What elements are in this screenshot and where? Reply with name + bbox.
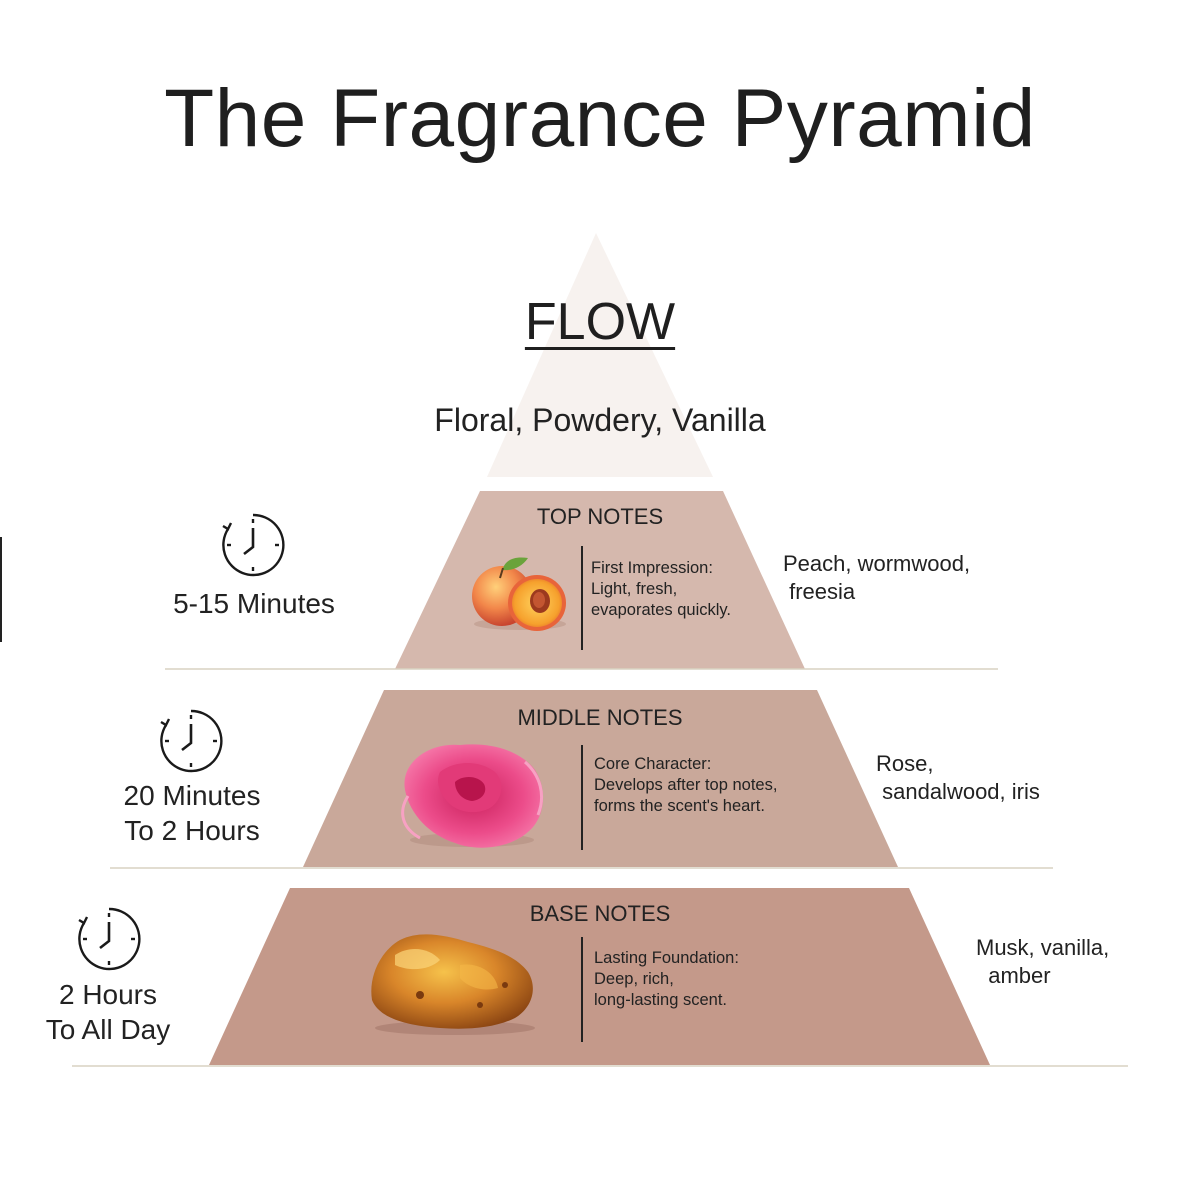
description-line: forms the scent's heart. <box>594 797 765 815</box>
amber-icon <box>371 934 535 1035</box>
timing-line: To 2 Hours <box>124 815 260 846</box>
description-line: long-lasting scent. <box>594 991 727 1009</box>
brand-name: FLOW <box>0 292 1200 352</box>
tier-title-base: BASE NOTES <box>529 901 671 926</box>
timing-line: 2 Hours <box>58 979 158 1010</box>
description-line: Develops after top notes, <box>594 776 778 794</box>
tier-title-top: TOP NOTES <box>536 504 664 529</box>
clock-icon <box>78 907 141 971</box>
peach-icon <box>472 557 566 631</box>
edge-mark <box>0 537 2 642</box>
timing-label-middle: 20 Minutes To 2 Hours <box>72 778 312 848</box>
timing-line: 5-15 Minutes <box>173 588 335 619</box>
timing-line: To All Day <box>45 1014 171 1045</box>
description-line: Lasting Foundation: <box>594 949 739 967</box>
tier-ingredients-top: Peach, wormwood, freesia <box>783 551 971 604</box>
clock-icon <box>222 513 285 577</box>
description-line: Light, fresh, <box>591 580 678 598</box>
tier-description-base: Lasting Foundation: Deep, rich, long-las… <box>594 948 739 1011</box>
tier-ingredients-base: Musk, vanilla, amber <box>976 935 1110 988</box>
tier-ingredients-middle: Rose, sandalwood, iris <box>876 751 1040 804</box>
apex-layer <box>487 233 713 477</box>
tier-description-top: First Impression: Light, fresh, evaporat… <box>591 558 731 621</box>
description-line: Deep, rich, <box>594 970 674 988</box>
timing-label-top: 5-15 Minutes <box>134 586 374 621</box>
brand-name-text: FLOW <box>524 293 676 351</box>
timing-label-base: 2 Hours To All Day <box>0 977 216 1047</box>
description-line: Core Character: <box>594 755 712 773</box>
page-title: The Fragrance Pyramid <box>164 73 1036 164</box>
tier-title-middle: MIDDLE NOTES <box>517 705 683 730</box>
description-line: First Impression: <box>591 559 713 577</box>
clock-icon <box>160 709 223 773</box>
tier-description-middle: Core Character: Develops after top notes… <box>594 754 777 817</box>
rose-icon <box>401 744 544 848</box>
timing-line: 20 Minutes <box>123 780 261 811</box>
scent-summary: Floral, Powdery, Vanilla <box>434 402 766 438</box>
description-line: evaporates quickly. <box>591 601 732 619</box>
